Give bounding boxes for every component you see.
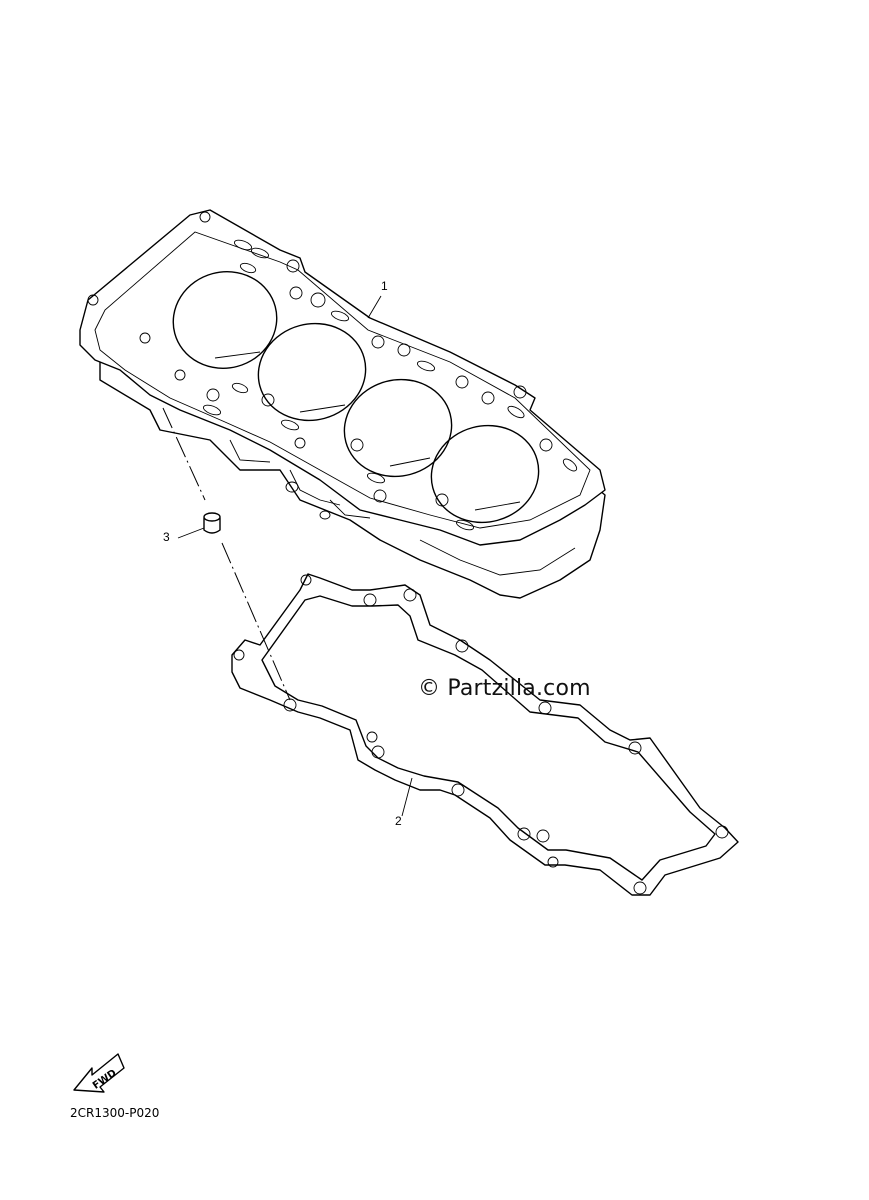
callout-part-2: 2 xyxy=(395,814,402,828)
leader-lines xyxy=(177,295,413,817)
diagram-code: 2CR1300-P020 xyxy=(70,1106,160,1120)
callout-part-3: 3 xyxy=(163,530,170,544)
dowel-pin xyxy=(162,407,291,701)
cylinder-gasket xyxy=(231,573,739,896)
cylinder-block xyxy=(79,209,606,599)
callout-part-1: 1 xyxy=(381,279,388,293)
fwd-arrow-icon: FWD xyxy=(73,1053,125,1093)
watermark: © Partzilla.com xyxy=(418,676,591,701)
